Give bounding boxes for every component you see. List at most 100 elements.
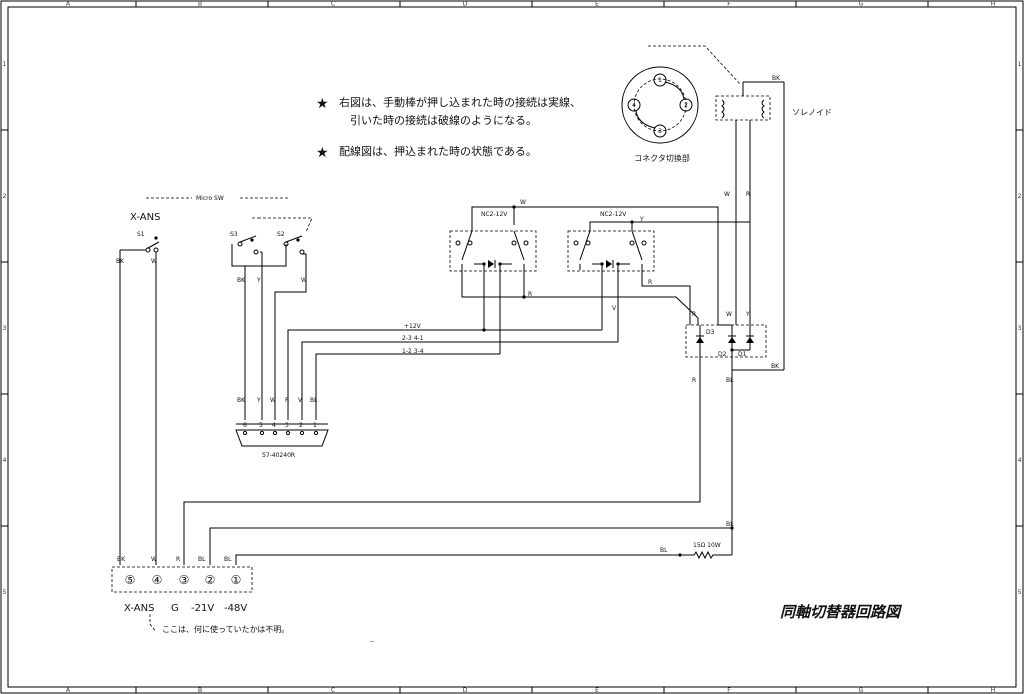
- col-e-bottom: E: [595, 687, 599, 694]
- s2-label: S2: [277, 231, 285, 238]
- relay-wire-v: V: [612, 305, 617, 312]
- micro-sw-label: Micro SW: [196, 195, 224, 202]
- notes: ★ 右図は、手動棒が押し込まれた時の接続は実線、 引いた時の接続は破線のようにな…: [316, 95, 581, 161]
- term-pin-3: ③: [179, 573, 190, 587]
- term-pin-1: ①: [231, 573, 242, 587]
- diode-d3: D3: [706, 329, 715, 336]
- col-f-top: F: [727, 1, 731, 8]
- note-line-1: 右図は、手動棒が押し込まれた時の接続は実線、: [339, 95, 581, 109]
- term-label-21v: -21V: [191, 603, 214, 614]
- bus-lines: +12V 2-3 4-1 1-2 3-4: [287, 323, 618, 420]
- row-2-left: 2: [3, 193, 7, 200]
- row-1-left: 1: [3, 61, 7, 68]
- diode-d1: D1: [738, 351, 747, 358]
- solenoid-wire-w: W: [724, 191, 730, 198]
- s2-wire-w: W: [301, 277, 307, 284]
- dsub-color-1: BK: [237, 397, 246, 404]
- drawing-title: 同軸切替器回路図: [780, 603, 903, 621]
- dsub-pin-3: 3: [285, 422, 289, 429]
- dsub-color-2: Y: [256, 397, 261, 404]
- col-g-top: G: [859, 1, 864, 8]
- dsub-color-3: W: [270, 397, 276, 404]
- relay-wire-y: Y: [639, 216, 644, 223]
- solenoid-wire-r: R: [746, 191, 750, 198]
- col-a-top: A: [66, 1, 71, 8]
- relay-wire-r1: R: [528, 291, 532, 298]
- col-d-top: D: [463, 1, 468, 8]
- dsub-color-5: V: [298, 397, 303, 404]
- diode-d2: D2: [718, 351, 727, 358]
- s3-wire-y: Y: [256, 277, 261, 284]
- s3-label: S3: [230, 231, 238, 238]
- dsub-connector: BK Y W R V BL 6 5 4 3 2 1 57-40240R: [235, 397, 329, 459]
- relay-left-label: NC2-12V: [481, 211, 508, 218]
- col-e-top: E: [595, 1, 599, 8]
- row-2-right: 2: [1018, 193, 1022, 200]
- x-ans-group-label: X-ANS: [130, 212, 160, 223]
- row-5-left: 5: [3, 589, 7, 596]
- terminal-block: BK W R BL BL ⑤ ④ ③ ② ① X-ANS G -21V -48V…: [111, 556, 289, 634]
- row-5-right: 5: [1018, 589, 1022, 596]
- conn-pin-2: 2: [684, 102, 688, 109]
- dsub-pin-5: 5: [259, 422, 263, 429]
- note-star-2: ★: [316, 145, 329, 161]
- dsub-pin-1: 1: [313, 422, 317, 429]
- s1-wire-bk: BK: [116, 258, 125, 265]
- row-3-right: 3: [1018, 325, 1022, 332]
- dsub-pin-4: 4: [272, 422, 276, 429]
- conn-pin-3: 3: [658, 128, 662, 135]
- s1-wire-w: W: [151, 258, 157, 265]
- row-4-left: 4: [3, 457, 7, 464]
- dsub-pin-2: 2: [299, 422, 303, 429]
- col-c-bottom: C: [331, 687, 335, 694]
- connector-switch-label: コネクタ切換部: [634, 153, 690, 163]
- conn-pin-1: 1: [658, 77, 662, 84]
- diode-top-r: R: [692, 311, 696, 318]
- dsub-part-number: 57-40240R: [262, 452, 295, 459]
- col-d-bottom: D: [463, 687, 468, 694]
- col-b-bottom: B: [198, 687, 202, 694]
- connector-switch: 1 2 3 4 コネクタ切換部: [621, 45, 741, 163]
- relay-wire-w: W: [520, 199, 526, 206]
- s3-wire-bk: BK: [237, 277, 246, 284]
- s1-label: S1: [137, 231, 145, 238]
- diode-bot-r: R: [692, 377, 696, 384]
- col-b-top: B: [198, 1, 202, 8]
- relay-right-label: NC2-12V: [600, 211, 627, 218]
- col-h-top: H: [991, 1, 996, 8]
- col-a-bottom: A: [66, 687, 71, 694]
- term-pin-4: ④: [152, 573, 163, 587]
- term-wire-w: W: [151, 556, 157, 563]
- term-label-g: G: [171, 603, 179, 614]
- col-h-bottom: H: [991, 687, 996, 694]
- note-star-1: ★: [316, 96, 329, 112]
- bl-lines: BL BL 15Ω 10W: [209, 521, 734, 565]
- conn-pin-4: 4: [632, 102, 636, 109]
- diode-bot-bl: BL: [726, 377, 734, 384]
- diode-bot-bk: BK: [771, 363, 780, 370]
- col-c-top: C: [331, 1, 335, 8]
- dsub-pin-6: 6: [243, 422, 247, 429]
- relay-wire-r2: R: [648, 279, 652, 286]
- term-wire-bl-1: BL: [198, 556, 206, 563]
- term-pin-2: ②: [205, 573, 216, 587]
- resistor-wire-bl: BL: [660, 547, 668, 554]
- micro-sw: Micro SW X-ANS S1 BK W S3 S2 BK Y W: [116, 195, 313, 565]
- term-wire-r: R: [176, 556, 180, 563]
- note-line-3: 配線図は、押込まれた時の状態である。: [339, 144, 537, 158]
- solenoid: BK ソレノイド W R: [715, 75, 832, 370]
- dsub-color-4: R: [285, 397, 289, 404]
- dsub-color-6: BL: [310, 397, 318, 404]
- diode-top-y: Y: [745, 311, 750, 318]
- bus-23: 2-3 4-1: [402, 335, 424, 342]
- solenoid-wire-bk: BK: [772, 75, 781, 82]
- solenoid-label: ソレノイド: [792, 108, 832, 117]
- term-label-48v: -48V: [224, 603, 247, 614]
- row-1-right: 1: [1018, 61, 1022, 68]
- term-wire-bl-2: BL: [224, 556, 232, 563]
- terminal-note: ここは、何に使っていたかは不明。: [162, 624, 289, 634]
- diode-top-w: W: [726, 311, 732, 318]
- resistor-label: 15Ω 10W: [693, 542, 721, 549]
